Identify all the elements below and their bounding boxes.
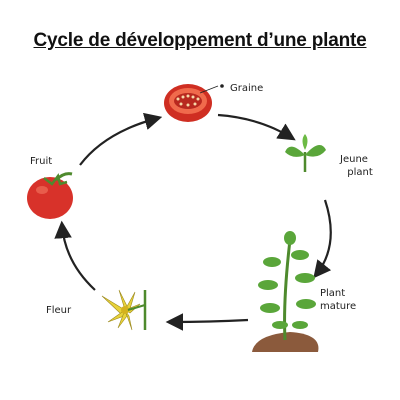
mature-plant-image <box>252 231 319 352</box>
label-plant-mature: Plant mature <box>320 287 370 313</box>
arrow-fruit-to-seed <box>79 112 163 166</box>
tomato-fruit-image <box>27 172 73 219</box>
label-jeune-plant-line2: plant <box>347 167 373 178</box>
label-plant-mature-line2: mature <box>320 301 357 312</box>
cut-tomato-seed-image <box>164 84 224 122</box>
arrow-flower-to-fruit <box>54 220 96 291</box>
label-jeune-plant: Jeune plant <box>340 153 380 179</box>
label-fruit: Fruit <box>30 156 53 167</box>
arrow-seed-to-seedling <box>217 113 296 141</box>
label-fleur: Fleur <box>46 305 72 316</box>
label-plant-mature-line1: Plant <box>320 288 346 299</box>
label-graine: Graine <box>230 83 264 94</box>
arrow-seedling-to-mature <box>313 199 332 279</box>
arrow-mature-to-flower <box>165 313 249 331</box>
label-jeune-plant-line1: Jeune <box>340 154 368 165</box>
seedling-image <box>285 134 326 172</box>
diagram-title: Cycle de développement d’une plante <box>33 30 367 51</box>
flower-image <box>101 289 147 331</box>
